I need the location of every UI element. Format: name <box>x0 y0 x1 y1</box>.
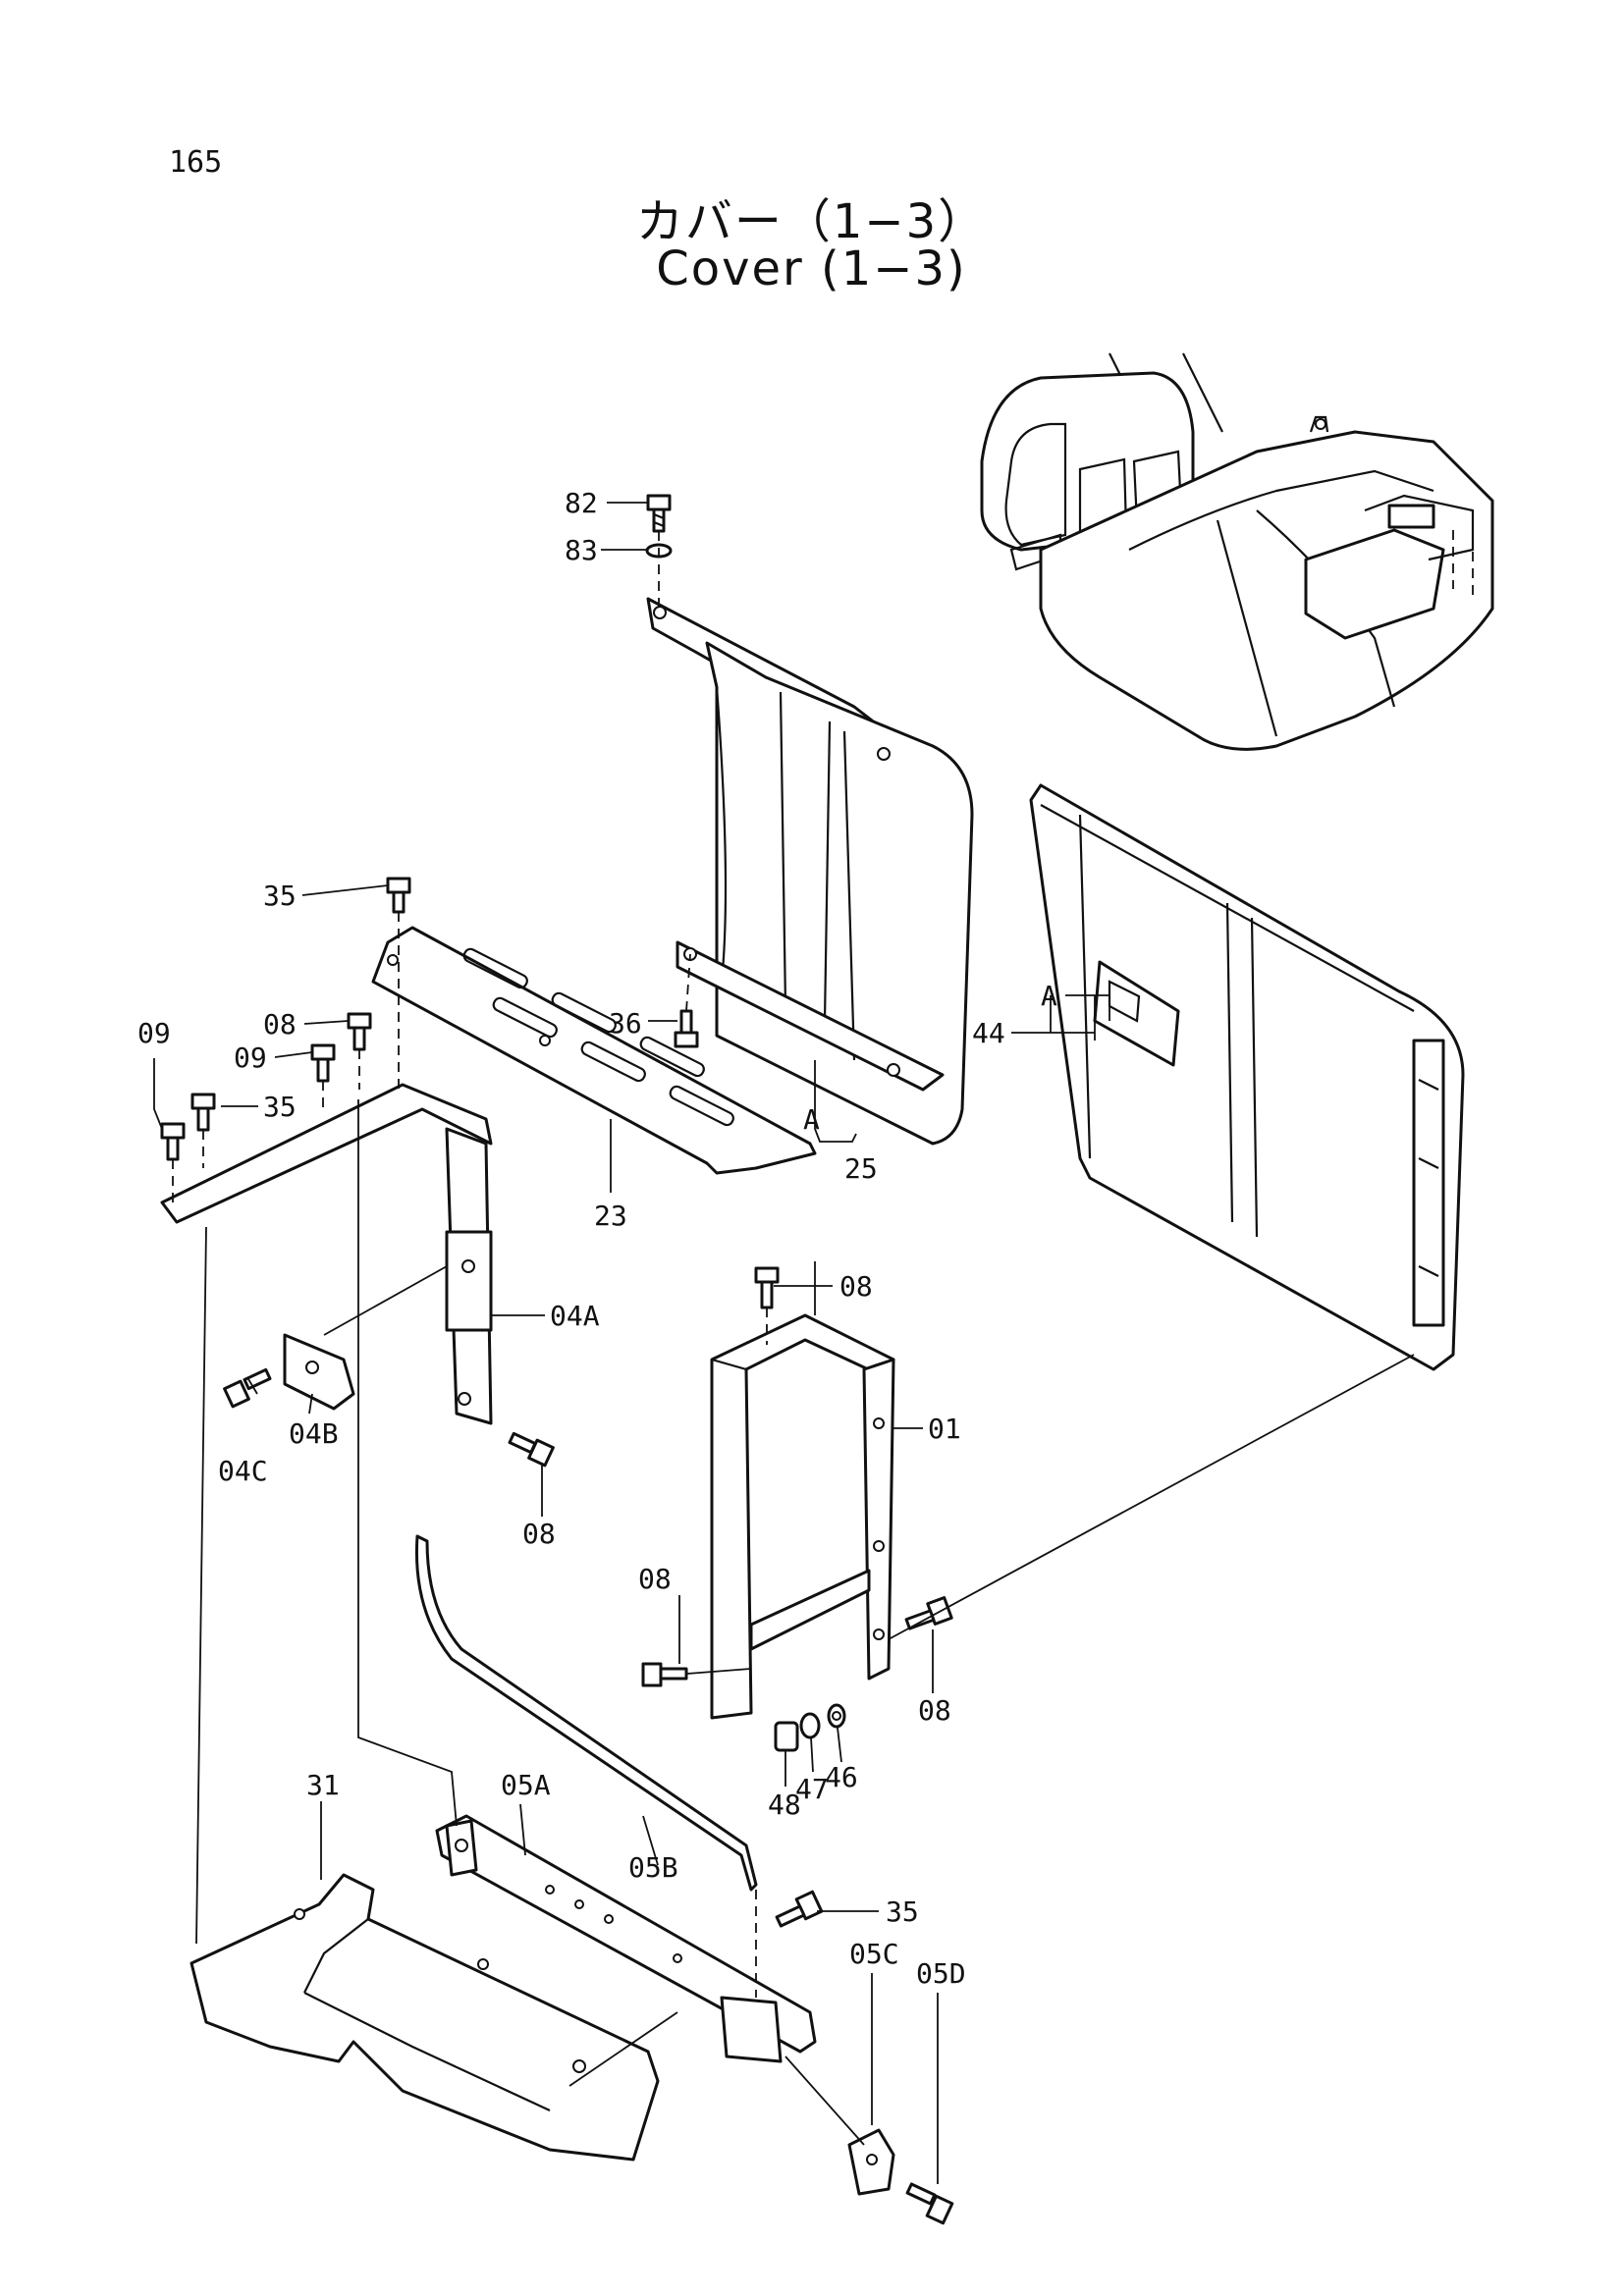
bolt-35-top <box>386 877 411 914</box>
callout-31: 31 <box>306 1769 340 1801</box>
callout-leaders <box>153 502 1110 2184</box>
callout-09-upper: 09 <box>234 1041 267 1074</box>
callout-08-upper: 08 <box>263 1008 297 1041</box>
callout-35-rail: 35 <box>886 1896 919 1928</box>
callout-48: 48 <box>768 1789 801 1821</box>
callout-04C: 04C <box>218 1455 268 1487</box>
callout-A-44: A <box>1041 980 1057 1012</box>
callout-04A: 04A <box>550 1300 600 1332</box>
part-01-frame <box>710 1313 895 1720</box>
callout-25: 25 <box>844 1152 878 1185</box>
callout-01: 01 <box>928 1413 961 1445</box>
callout-47: 47 <box>795 1773 829 1805</box>
callout-23: 23 <box>594 1200 627 1232</box>
parts-nuts-washers <box>774 1703 846 1752</box>
assembly-lines <box>172 531 1415 2146</box>
callout-35-left: 35 <box>263 1091 297 1123</box>
callout-05A: 05A <box>501 1769 551 1801</box>
bolt-08-upper <box>347 1012 372 1051</box>
bolt-05d <box>905 2182 954 2225</box>
bolt-36 <box>674 1009 699 1048</box>
callout-83: 83 <box>565 534 598 566</box>
part-05a-rail <box>435 1814 817 2063</box>
callout-36: 36 <box>609 1007 642 1040</box>
callout-05B: 05B <box>628 1851 678 1884</box>
excavator-overview-illustration <box>980 352 1494 751</box>
part-23-slotted-plate <box>371 926 817 1175</box>
bolt-09-left <box>160 1122 186 1161</box>
bolt-08-frame-left <box>641 1662 688 1687</box>
callout-82: 82 <box>565 487 598 519</box>
part-05c-bracket <box>847 2128 895 2196</box>
callout-44: 44 <box>972 1017 1005 1049</box>
bolt-82 <box>646 494 672 533</box>
part-bracket-frame <box>160 1083 493 1425</box>
bolt-08-bracket <box>508 1431 555 1468</box>
callout-46: 46 <box>825 1761 858 1793</box>
bolt-09-upper <box>310 1043 336 1083</box>
callout-05C: 05C <box>849 1938 899 1970</box>
callout-09-left: 09 <box>137 1017 171 1049</box>
bolt-35-rail <box>775 1890 824 1928</box>
part-31-undercover <box>189 1873 660 2162</box>
callout-05D: 05D <box>916 1957 966 1990</box>
callout-08-frame-right: 08 <box>918 1694 951 1727</box>
bolt-35-left <box>190 1093 216 1132</box>
page-title-english: Cover (1−3) <box>656 241 967 296</box>
part-44-cover-panel <box>1029 783 1465 1371</box>
callout-04B: 04B <box>289 1417 339 1450</box>
part-05b-rod <box>414 1534 758 1892</box>
callout-08-frame-left: 08 <box>638 1563 672 1595</box>
callout-A-25: A <box>803 1103 820 1136</box>
bolt-08-frame-top <box>754 1266 780 1309</box>
page-title-japanese: カバー（1−3） <box>635 194 988 249</box>
callout-labels: 82 83 35 36 09 08 09 35 23 A 25 A 44 08 … <box>137 487 1057 1990</box>
callout-35-top: 35 <box>263 880 297 912</box>
bolt-08-frame-right <box>904 1596 953 1630</box>
part-25-cover-panel <box>646 597 974 1146</box>
bolt-04c <box>223 1367 272 1409</box>
page-number: 165 <box>169 145 223 180</box>
callout-08-frame-top: 08 <box>839 1270 873 1303</box>
callout-08-bracket: 08 <box>522 1518 556 1550</box>
